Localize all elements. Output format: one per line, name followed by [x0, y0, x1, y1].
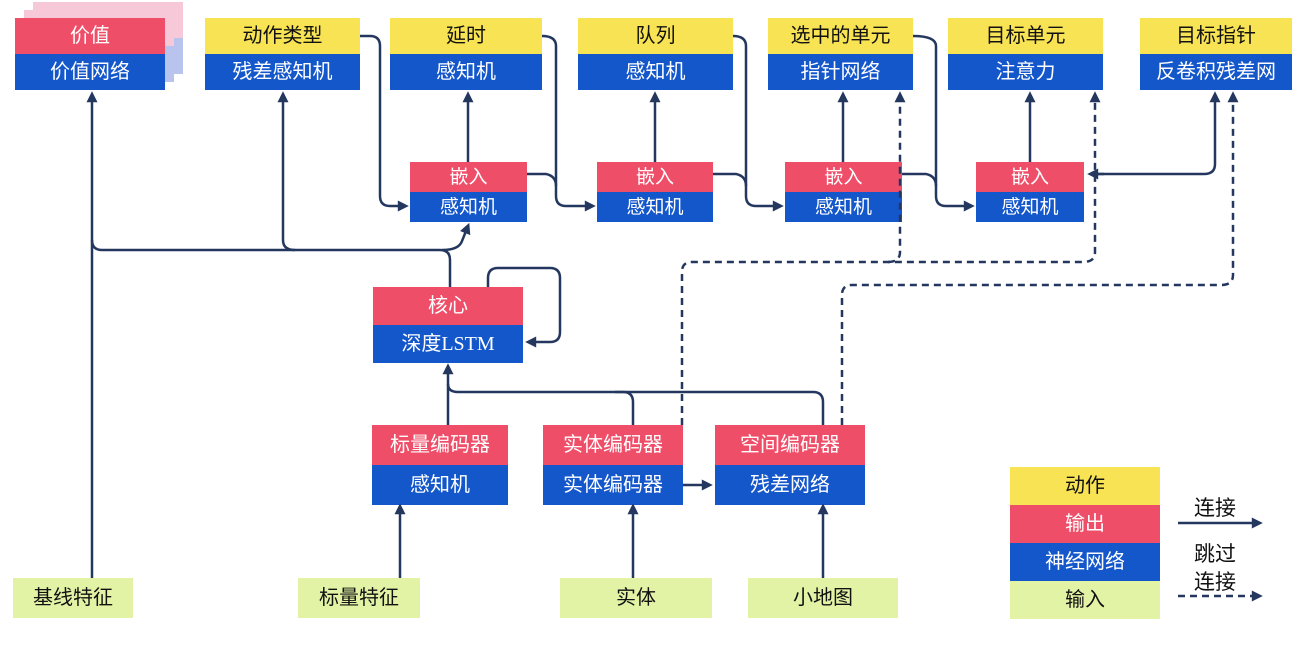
skip-spatial-to-target-point — [840, 91, 1239, 425]
legend-solid-connection-label: 连接 — [1194, 496, 1236, 520]
wire-trunk-to-embed1 — [441, 222, 471, 252]
node-entity-encoder: 实体编码器 实体编码器 — [543, 425, 683, 505]
wire-trunk-to-action-type — [277, 91, 296, 252]
node-value-network-label: 价值网络 — [15, 54, 165, 90]
node-embed-2: 嵌入 感知机 — [597, 162, 713, 222]
node-scalar-encoder-network-label: 感知机 — [372, 465, 508, 505]
legend-swatches: 动作 输出 神经网络 输入 — [1010, 467, 1160, 619]
node-spatial-encoder-output-label: 空间编码器 — [715, 425, 865, 465]
node-core-network-label: 深度LSTM — [373, 325, 523, 363]
node-action-type-network-label: 残差感知机 — [205, 54, 360, 90]
node-action-type: 动作类型 残差感知机 — [205, 18, 360, 90]
node-value: 价值 价值网络 — [15, 18, 165, 90]
skip-entity-to-target-unit — [680, 91, 1101, 425]
node-target-unit-action-label: 目标单元 — [948, 18, 1103, 54]
legend-skip-label-line2: 连接 — [1194, 570, 1236, 594]
wire-embed2-out — [713, 172, 748, 187]
wire-embed1-out — [527, 172, 558, 187]
node-target-point: 目标指针 反卷积残差网 — [1140, 18, 1292, 90]
node-delay-network-label: 感知机 — [390, 54, 542, 90]
node-entities-label: 实体 — [560, 578, 712, 618]
node-delay-action-label: 延时 — [390, 18, 542, 54]
node-spatial-encoder: 空间编码器 残差网络 — [715, 425, 865, 505]
wire-embed4-to-target-point — [1098, 91, 1221, 176]
node-queue: 队列 感知机 — [578, 18, 733, 90]
node-action-type-action-label: 动作类型 — [205, 18, 360, 54]
node-minimap-label: 小地图 — [748, 578, 898, 618]
node-selected-units: 选中的单元 指针网络 — [768, 18, 913, 90]
node-embed-2-network-label: 感知机 — [597, 192, 713, 222]
node-embed-1: 嵌入 感知机 — [410, 162, 527, 222]
node-scalar-features: 标量特征 — [298, 578, 420, 618]
node-scalar-encoder-output-label: 标量编码器 — [372, 425, 508, 465]
node-entities: 实体 — [560, 578, 712, 618]
node-embed-3-output-label: 嵌入 — [785, 162, 902, 192]
node-queue-action-label: 队列 — [578, 18, 733, 54]
node-embed-4-network-label: 感知机 — [976, 192, 1084, 222]
node-target-unit: 目标单元 注意力 — [948, 18, 1103, 90]
node-selected-units-network-label: 指针网络 — [768, 54, 913, 90]
node-entity-encoder-output-label: 实体编码器 — [543, 425, 683, 465]
node-value-output-label: 价值 — [15, 18, 165, 54]
node-embed-3-network-label: 感知机 — [785, 192, 902, 222]
node-embed-4: 嵌入 感知机 — [976, 162, 1084, 222]
node-embed-3: 嵌入 感知机 — [785, 162, 902, 222]
node-target-point-network-label: 反卷积残差网 — [1140, 54, 1292, 90]
node-core: 核心 深度LSTM — [373, 287, 523, 363]
node-embed-1-output-label: 嵌入 — [410, 162, 527, 192]
node-embed-4-output-label: 嵌入 — [976, 162, 1084, 192]
legend-skip-label-line1: 跳过 — [1194, 542, 1236, 566]
node-embed-1-network-label: 感知机 — [410, 192, 527, 222]
node-spatial-encoder-network-label: 残差网络 — [715, 465, 865, 505]
wire-core-output-trunk — [90, 239, 452, 287]
node-target-point-action-label: 目标指针 — [1140, 18, 1292, 54]
legend-network-label: 神经网络 — [1010, 543, 1160, 581]
wire-spatial-encoder-merge — [446, 383, 825, 425]
wire-embed3-out — [902, 172, 938, 187]
node-baseline-features-label: 基线特征 — [13, 578, 133, 618]
legend-input-label: 输入 — [1010, 581, 1160, 619]
node-entity-encoder-network-label: 实体编码器 — [543, 465, 683, 505]
node-scalar-features-label: 标量特征 — [298, 578, 420, 618]
node-target-unit-network-label: 注意力 — [948, 54, 1103, 90]
node-baseline-features: 基线特征 — [13, 578, 133, 618]
node-scalar-encoder: 标量编码器 感知机 — [372, 425, 508, 505]
wire-entity-encoder-merge — [615, 390, 635, 425]
node-embed-2-output-label: 嵌入 — [597, 162, 713, 192]
legend-action-label: 动作 — [1010, 467, 1160, 505]
node-core-output-label: 核心 — [373, 287, 523, 325]
node-queue-network-label: 感知机 — [578, 54, 733, 90]
node-minimap: 小地图 — [748, 578, 898, 618]
legend-output-label: 输出 — [1010, 505, 1160, 543]
node-selected-units-action-label: 选中的单元 — [768, 18, 913, 54]
node-delay: 延时 感知机 — [390, 18, 542, 90]
